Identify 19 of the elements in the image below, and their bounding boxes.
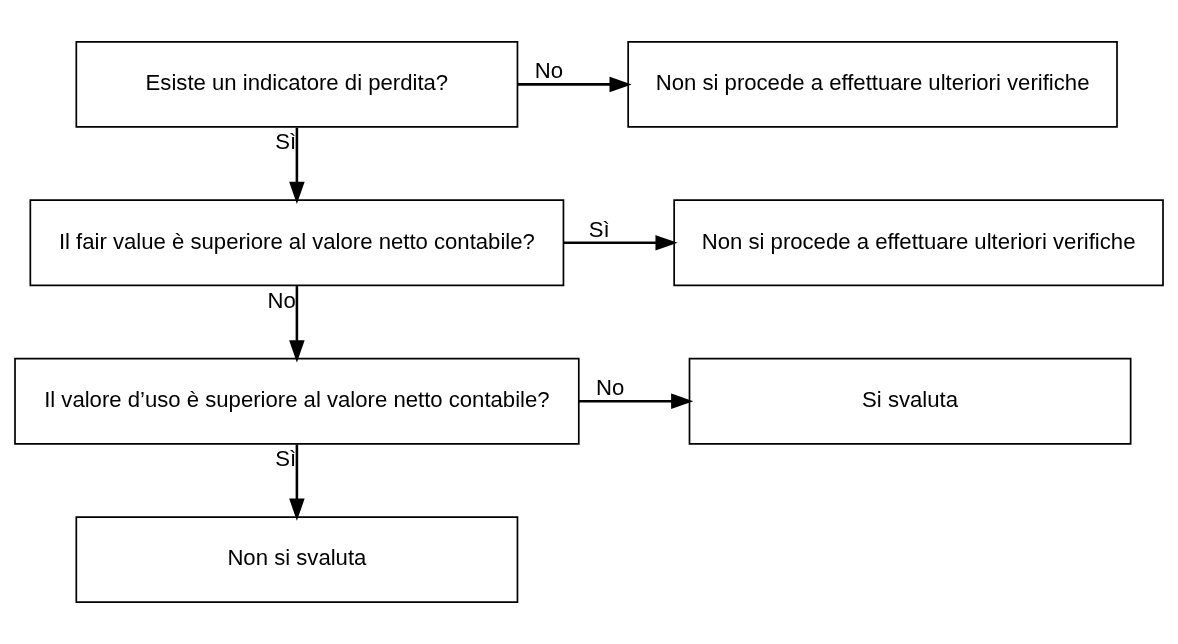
arrow bbox=[289, 444, 305, 521]
arrow bbox=[289, 286, 305, 363]
node-box: Il valore d’uso è superiore al valore netto contabile? bbox=[14, 357, 580, 445]
node-box: Si svaluta bbox=[688, 357, 1132, 445]
node-box: Non si svaluta bbox=[75, 516, 519, 604]
edge-label: No bbox=[596, 375, 625, 401]
node-box: Non si procede a effettuare ulteriori verifiche bbox=[627, 40, 1118, 128]
edge-label: No bbox=[267, 287, 296, 313]
edge-label: Sì bbox=[275, 129, 297, 155]
node-box: Non si procede a effettuare ulteriori verifiche bbox=[673, 199, 1164, 287]
node-box: Esiste un indicatore di perdita? bbox=[75, 40, 519, 128]
arrow bbox=[563, 235, 678, 251]
arrow bbox=[289, 127, 305, 204]
edge-label: Sì bbox=[275, 446, 297, 472]
arrow bbox=[578, 393, 694, 409]
edge-label: No bbox=[534, 58, 564, 84]
node-box: Il fair value è superiore al valore netto contabile? bbox=[29, 199, 565, 287]
edge-label: Sì bbox=[588, 216, 610, 242]
arrow bbox=[517, 76, 632, 93]
